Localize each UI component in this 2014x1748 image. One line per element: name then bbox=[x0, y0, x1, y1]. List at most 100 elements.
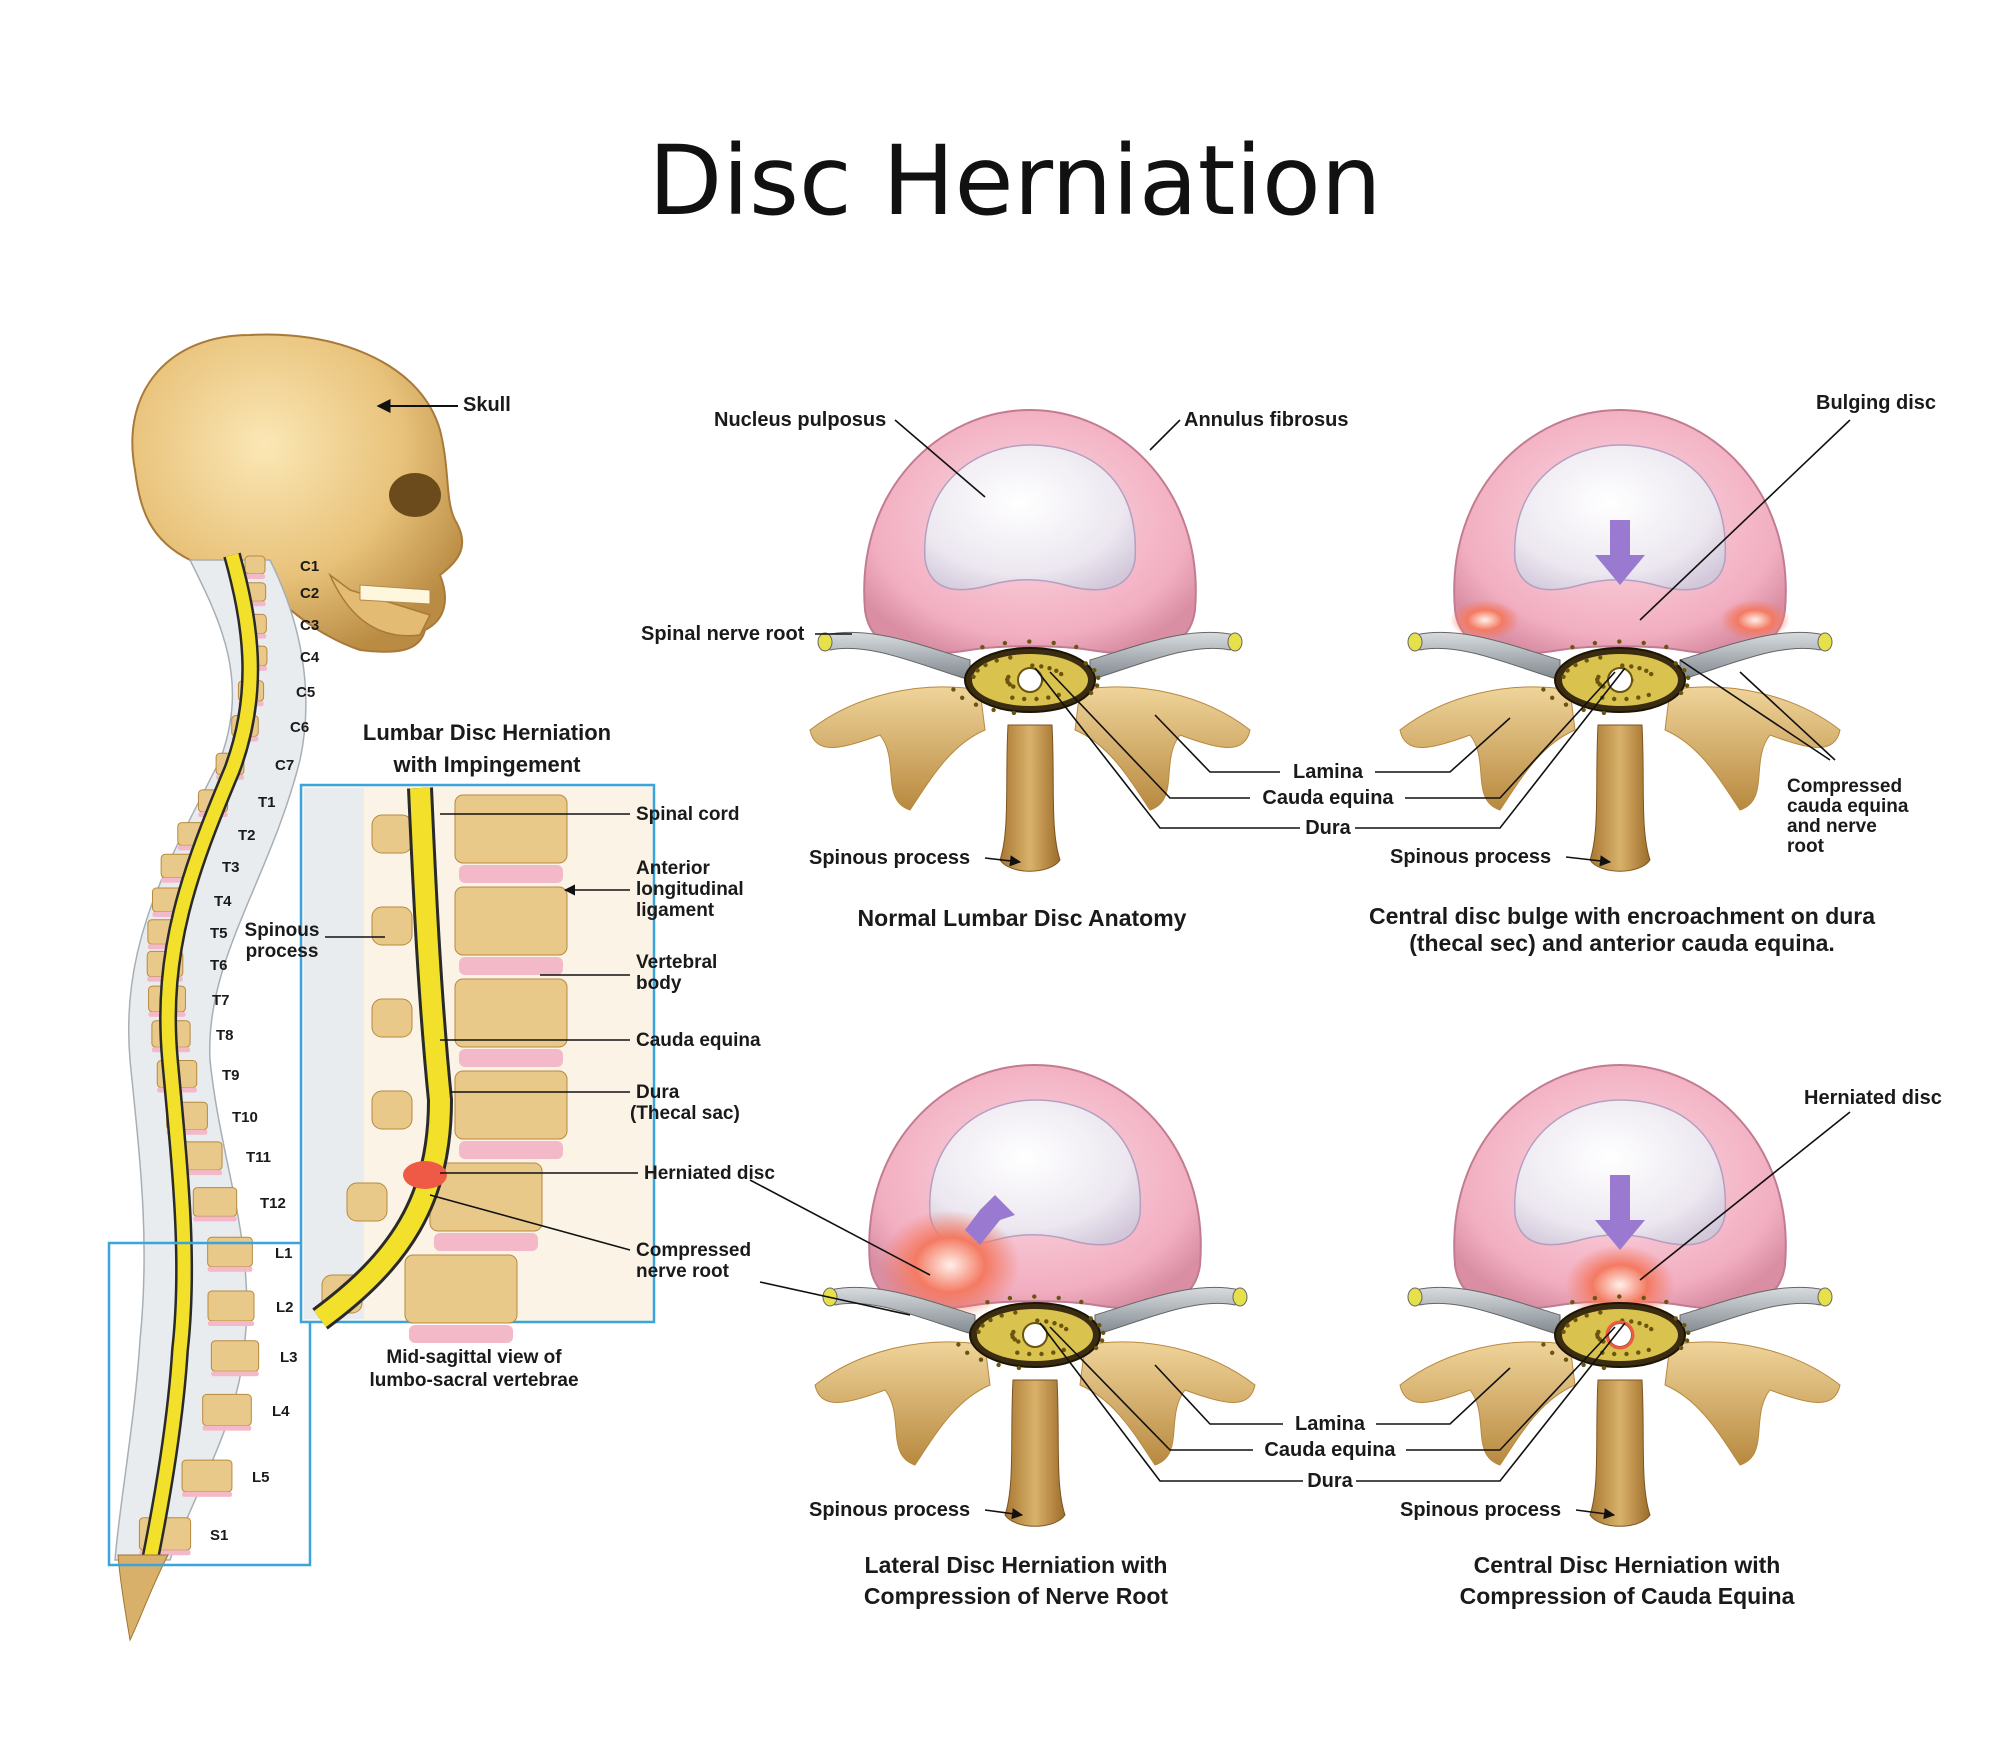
nerve-fiber bbox=[1674, 661, 1678, 665]
inset-vertebral-line1: Vertebral bbox=[636, 952, 717, 973]
nerve-fiber bbox=[1596, 675, 1600, 679]
inset-disc bbox=[409, 1325, 513, 1343]
nerve-fiber bbox=[1617, 639, 1621, 643]
nerve-fiber bbox=[1089, 691, 1093, 695]
vertebra-label-c1: C1 bbox=[300, 558, 319, 575]
nerve-fiber bbox=[1561, 675, 1565, 679]
inset-disc bbox=[459, 1141, 563, 1159]
nerve-fiber bbox=[1094, 1346, 1098, 1350]
normal-caption: Normal Lumbar Disc Anatomy bbox=[858, 905, 1187, 931]
bulge-caption-line1: Central disc bulge with encroachment on … bbox=[1369, 903, 1875, 929]
lamina-left bbox=[810, 687, 985, 810]
nerve-root-label: Spinal nerve root bbox=[641, 623, 805, 645]
nerve-fiber bbox=[1647, 1348, 1651, 1352]
inset-caption-line2: lumbo-sacral vertebrae bbox=[369, 1370, 578, 1391]
lumbar-inset: Lumbar Disc Herniation with Impingement … bbox=[245, 720, 776, 1391]
nerve-fiber bbox=[988, 1318, 992, 1322]
nerve-fiber bbox=[1052, 1321, 1056, 1325]
nerve-fiber bbox=[1612, 697, 1616, 701]
nerve-fiber bbox=[1550, 1351, 1554, 1355]
compressed-line4: root bbox=[1787, 836, 1825, 857]
nerve-fiber bbox=[1034, 697, 1038, 701]
nerve-fiber bbox=[1044, 1319, 1048, 1323]
vertebral-body bbox=[193, 1188, 236, 1217]
lamina-left bbox=[815, 1342, 990, 1465]
nerve-fiber bbox=[1629, 664, 1633, 668]
nerve-fiber bbox=[1573, 1318, 1577, 1322]
nerve-fiber bbox=[1637, 1321, 1641, 1325]
nerve-fiber bbox=[1598, 1310, 1602, 1314]
nerve-fiber bbox=[1089, 1316, 1093, 1320]
nerve-fiber bbox=[980, 1323, 984, 1327]
vertebra-label-t3: T3 bbox=[222, 859, 240, 876]
panel-bulging-disc bbox=[1400, 410, 1840, 871]
nerve-fiber bbox=[1013, 1310, 1017, 1314]
nerve-fiber bbox=[980, 645, 984, 649]
compressed-line3: and nerve bbox=[1787, 816, 1877, 837]
nerve-root-end bbox=[1228, 633, 1242, 651]
inset-vertebral-body bbox=[405, 1255, 517, 1323]
vertebra-label-c7: C7 bbox=[275, 757, 294, 774]
nerve-fiber bbox=[983, 663, 987, 667]
vertebra-label-t11: T11 bbox=[246, 1149, 271, 1166]
inset-disc bbox=[459, 865, 563, 883]
nerve-fiber bbox=[1541, 687, 1545, 691]
bulge-caption-line2: (thecal sec) and anterior cauda equina. bbox=[1409, 930, 1835, 956]
nerve-fiber bbox=[1092, 668, 1096, 672]
nerve-fiber bbox=[956, 1342, 960, 1346]
nerve-fiber bbox=[1682, 668, 1686, 672]
nerve-fiber bbox=[1008, 1296, 1012, 1300]
nerve-fiber bbox=[1079, 1300, 1083, 1304]
nerve-fiber bbox=[1550, 696, 1554, 700]
annulus-label: Annulus fibrosus bbox=[1184, 409, 1348, 431]
nerve-fiber bbox=[1054, 669, 1058, 673]
nerve-fiber bbox=[1011, 1330, 1015, 1334]
inset-spinous-line1: Spinous bbox=[245, 920, 320, 941]
nerve-fiber bbox=[1602, 1366, 1606, 1370]
page-title: Disc Herniation bbox=[648, 125, 1381, 237]
inset-spinous-process bbox=[347, 1183, 387, 1221]
nerve-fiber bbox=[1003, 641, 1007, 645]
bulge-spinous-label: Spinous process bbox=[1390, 846, 1551, 868]
eye-socket bbox=[389, 473, 441, 517]
nerve-fiber bbox=[974, 703, 978, 707]
inset-vertebral-body bbox=[455, 887, 567, 955]
inset-spinous-line2: process bbox=[246, 941, 319, 962]
nerve-fiber bbox=[1000, 1313, 1004, 1317]
inset-spinous-process bbox=[372, 815, 412, 853]
nerve-root-end bbox=[818, 633, 832, 651]
inset-ligament-band bbox=[304, 788, 364, 1319]
nerve-fiber bbox=[1012, 711, 1016, 715]
nerve-fiber bbox=[1039, 664, 1043, 668]
nerve-fiber bbox=[1097, 1323, 1101, 1327]
inset-disc bbox=[459, 1049, 563, 1067]
vertebra-label-c5: C5 bbox=[296, 684, 315, 701]
cauda-label-bottom: Cauda equina bbox=[1264, 1439, 1396, 1461]
central-canal bbox=[1608, 668, 1632, 692]
lateral-spinous-label: Spinous process bbox=[809, 1499, 970, 1521]
nerve-fiber bbox=[1585, 658, 1589, 662]
vertebra-label-l3: L3 bbox=[280, 1349, 298, 1366]
inset-spinal-cord-label: Spinal cord bbox=[636, 804, 739, 825]
nerve-fiber bbox=[1617, 1294, 1621, 1298]
nerve-fiber bbox=[1624, 1352, 1628, 1356]
nerve-fiber bbox=[951, 687, 955, 691]
nerve-fiber bbox=[1074, 645, 1078, 649]
nerve-fiber bbox=[1686, 676, 1690, 680]
inset-vertebral-body bbox=[455, 795, 567, 863]
nerve-fiber bbox=[995, 658, 999, 662]
vertebra-label-l5: L5 bbox=[252, 1469, 270, 1486]
vertebra-label-c3: C3 bbox=[300, 617, 319, 634]
inset-herniated-label: Herniated disc bbox=[644, 1163, 775, 1184]
nerve-fiber bbox=[1039, 1352, 1043, 1356]
nerve-fiber bbox=[1027, 639, 1031, 643]
inset-vertebral-body bbox=[455, 979, 567, 1047]
nerve-fiber bbox=[1624, 697, 1628, 701]
intervertebral-disc bbox=[203, 1426, 252, 1431]
nerve-fiber bbox=[1612, 1352, 1616, 1356]
inset-anterior-line1: Anterior bbox=[636, 858, 711, 879]
intervertebral-disc bbox=[245, 574, 265, 579]
inset-dura-line2: (Thecal sac) bbox=[630, 1103, 740, 1124]
nerve-fiber bbox=[1679, 1346, 1683, 1350]
vertebra-label-c6: C6 bbox=[290, 719, 309, 736]
